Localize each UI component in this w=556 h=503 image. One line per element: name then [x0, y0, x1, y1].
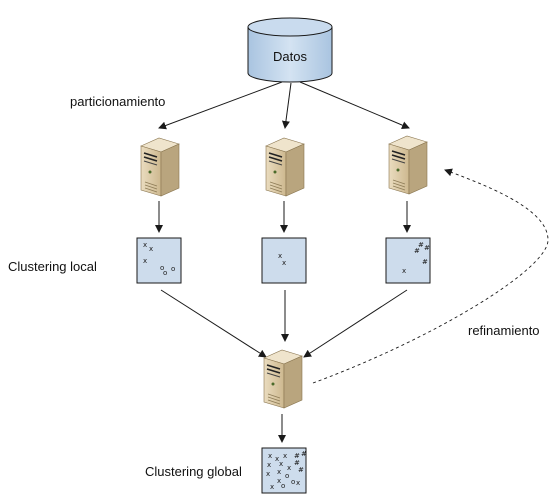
svg-text:#: #: [414, 247, 420, 255]
svg-text:o: o: [291, 478, 295, 486]
svg-text:#: #: [298, 466, 304, 474]
svg-text:#: #: [424, 244, 430, 252]
arrow-box-left-to-central: [160, 289, 267, 358]
svg-text:x: x: [268, 452, 272, 460]
svg-text:x: x: [278, 252, 282, 260]
svg-text:x: x: [270, 483, 274, 491]
svg-text:#: #: [294, 459, 300, 467]
local-to-global-arrows: [160, 289, 408, 358]
svg-text:x: x: [267, 461, 271, 469]
arrow-db-to-server-right: [299, 81, 410, 129]
partition-arrows: [158, 81, 410, 130]
svg-text:x: x: [279, 460, 283, 468]
svg-text:x: x: [296, 479, 300, 487]
local-cluster-box-right: # # # # x: [385, 237, 431, 284]
server-left-icon: [140, 137, 180, 197]
refinement-label: refinamiento: [468, 323, 540, 338]
central-server-icon: [263, 349, 303, 409]
arrow-box-right-to-central: [303, 289, 408, 358]
svg-text:#: #: [301, 450, 307, 458]
global-cluster-box: x x x x x x x x x o o o # # # # x x: [261, 447, 307, 494]
server-right-icon: [388, 135, 428, 195]
svg-text:x: x: [149, 245, 153, 253]
svg-text:o: o: [285, 472, 289, 480]
arrow-db-to-server-middle: [281, 82, 292, 129]
svg-text:x: x: [275, 455, 279, 463]
svg-text:#: #: [422, 258, 428, 266]
database-cylinder: Datos: [247, 17, 333, 83]
svg-text:o: o: [171, 265, 175, 273]
global-clustering-label: Clustering global: [145, 464, 242, 479]
refinement-dashed-arrow: [312, 168, 549, 384]
partition-label: particionamiento: [70, 94, 166, 109]
svg-text:#: #: [294, 452, 300, 460]
svg-text:x: x: [283, 452, 287, 460]
server-middle-icon: [265, 137, 305, 197]
database-label: Datos: [273, 49, 307, 64]
svg-text:x: x: [266, 470, 270, 478]
svg-text:x: x: [277, 468, 281, 476]
local-cluster-box-left: x x x o o o: [136, 237, 182, 284]
svg-text:#: #: [418, 241, 424, 249]
local-clustering-label: Clustering local: [8, 259, 97, 274]
svg-text:o: o: [281, 482, 285, 490]
svg-text:o: o: [160, 264, 164, 272]
svg-text:x: x: [282, 259, 286, 267]
svg-text:x: x: [277, 477, 281, 485]
local-cluster-box-middle: x x: [261, 237, 307, 284]
svg-text:o: o: [163, 269, 167, 277]
svg-text:x: x: [143, 257, 147, 265]
svg-text:x: x: [143, 241, 147, 249]
server-to-local-arrows: [155, 201, 411, 233]
svg-text:x: x: [402, 267, 406, 275]
svg-text:x: x: [287, 464, 291, 472]
arrow-db-to-server-left: [158, 81, 283, 130]
